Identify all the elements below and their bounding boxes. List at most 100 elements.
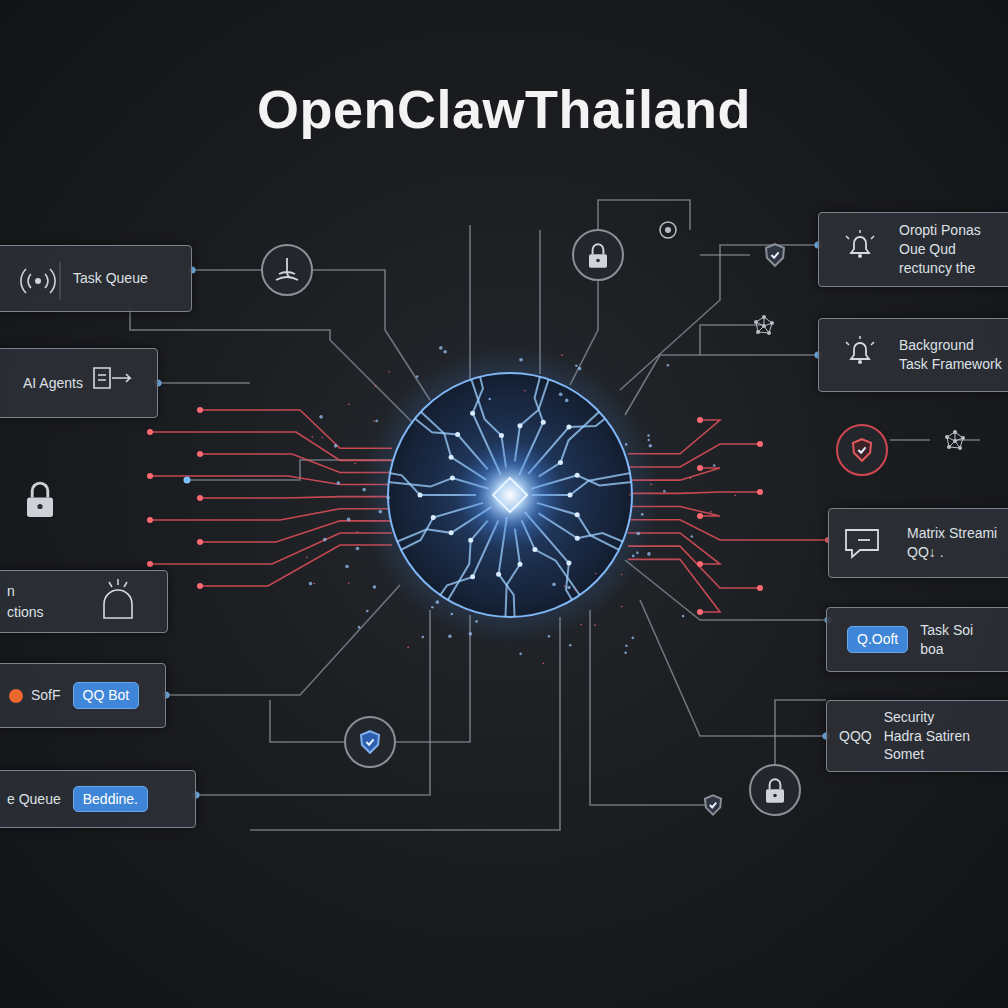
box-label: Oropti Ponas Oue Qud rectuncy the (899, 221, 1005, 278)
wire-dot (147, 429, 153, 435)
wire-dot (147, 473, 153, 479)
circuit-wire (196, 610, 430, 795)
particle (362, 488, 366, 492)
signal-wire (200, 410, 392, 448)
framework-box: Background Task Framework (818, 318, 1008, 392)
tag-pill: QQ Bot (73, 682, 140, 709)
bell-icon (846, 230, 874, 258)
wire-dot (697, 417, 703, 423)
particle (319, 415, 323, 419)
option-box: Oropti Ponas Oue Qud rectuncy the (818, 212, 1008, 287)
particle (734, 495, 736, 497)
particle (561, 354, 563, 356)
particle (451, 613, 454, 616)
trace-node (449, 455, 454, 460)
signal-wire (150, 509, 392, 520)
particle (647, 434, 650, 437)
document-icon (94, 368, 130, 388)
wire-dot (147, 561, 153, 567)
wire-dot (697, 513, 703, 519)
shield-icon (766, 244, 784, 266)
trace-node (470, 411, 475, 416)
circuit-wire (700, 325, 764, 355)
particle (575, 364, 578, 367)
particle (439, 346, 443, 350)
box-label: AI Agents (23, 374, 83, 393)
particle (475, 620, 478, 623)
particle (356, 547, 360, 551)
circuit-wire (700, 254, 750, 256)
sphere-halo (360, 345, 660, 645)
tag-label: QQ Bot (83, 686, 130, 705)
trace-node (450, 476, 455, 481)
trace-node (418, 493, 423, 498)
particle (469, 632, 473, 636)
target-icon (660, 222, 676, 238)
particle (647, 439, 650, 442)
tag-label: Beddine. (83, 790, 138, 809)
particle (519, 653, 522, 656)
icon-ring (573, 230, 623, 280)
lock-icon (766, 779, 784, 802)
particle (407, 647, 409, 649)
circuit-wire (158, 382, 250, 384)
network-icon (922, 430, 942, 450)
wire-dot (197, 583, 203, 589)
trace-node (468, 538, 473, 543)
signal-wire (628, 559, 720, 612)
particle (636, 552, 639, 555)
circuit-wire (590, 610, 713, 805)
particle (366, 610, 369, 613)
particle (309, 582, 313, 586)
particle (710, 511, 712, 513)
particle (358, 626, 361, 629)
icon-ring (837, 425, 887, 475)
trace-node (575, 536, 580, 541)
status-dot (9, 689, 23, 703)
wire-dot (197, 451, 203, 457)
particle (323, 538, 327, 542)
stream-box: Matrix Streami QQ↓ . (828, 508, 1008, 578)
trace-node (566, 561, 571, 566)
wire-dot (184, 477, 191, 484)
particle (321, 437, 323, 439)
code-label: QQQ (839, 727, 872, 746)
particle (625, 443, 628, 446)
particle (667, 364, 670, 367)
particle (648, 444, 652, 448)
circuit-wire (775, 700, 826, 765)
wire-dot (757, 585, 763, 591)
particle (388, 371, 390, 373)
particle (595, 573, 597, 575)
circuit-wire (620, 245, 818, 390)
box-label: Task Soi boa (920, 621, 1000, 659)
box-label: Background Task Framework (899, 336, 1005, 374)
particle (519, 358, 523, 362)
shield-icon (361, 731, 379, 753)
trace-node (449, 530, 454, 535)
lock-icon (589, 244, 607, 267)
icon-ring (262, 245, 312, 295)
security-box: QQQSecurity Hadra Satiren Somet (826, 700, 1008, 772)
box-label: ctions (7, 603, 44, 622)
particle (641, 513, 644, 516)
trace-node (517, 562, 522, 567)
trace-node (568, 493, 573, 498)
circuit-wire (250, 617, 560, 830)
particle (311, 436, 313, 438)
box-label: SofF (31, 686, 61, 705)
particle (543, 662, 545, 664)
particle (636, 532, 640, 536)
particle (565, 399, 569, 403)
circuit-wire (598, 200, 690, 230)
particle (559, 393, 563, 397)
trace-node (575, 512, 580, 517)
signal-wire (150, 533, 392, 564)
wire-dot (697, 609, 703, 615)
wire-dot (197, 407, 203, 413)
circuit-wire (166, 585, 400, 695)
particle (624, 651, 627, 654)
particle (552, 583, 556, 587)
